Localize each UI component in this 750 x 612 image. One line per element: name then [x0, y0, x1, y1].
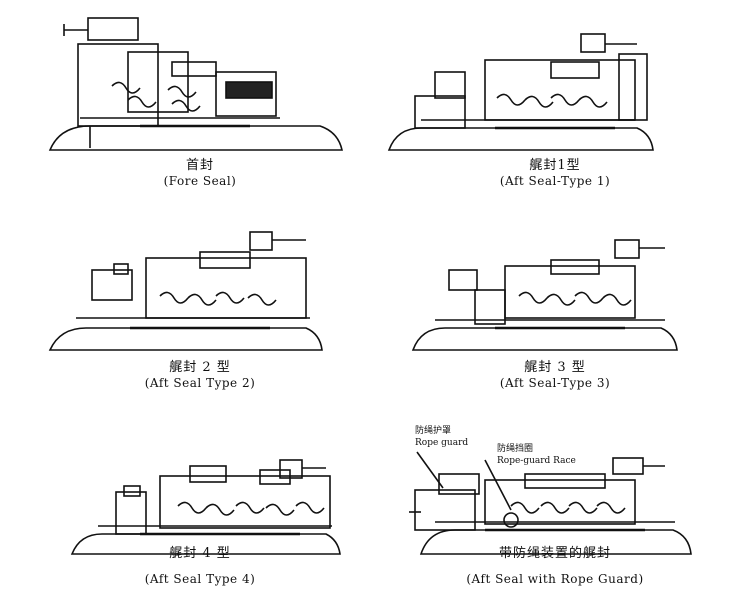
- aft-seal-type-2-caption-cn: 艉封 2 型: [169, 360, 231, 375]
- panel-aft-seal-type-4: 艉封 4 型 (Aft Seal Type 4): [20, 414, 380, 604]
- aft-seal-type-2-drawing: [48, 231, 323, 351]
- fore-seal-caption-en: (Fore Seal): [163, 174, 237, 188]
- aft-seal-type-4-caption-en: (Aft Seal Type 4): [144, 572, 256, 586]
- aft-seal-rope-guard-drawing: [409, 451, 692, 555]
- aft-seal-type-3-drawing: [411, 239, 678, 351]
- fore-seal-drawing: [48, 17, 343, 151]
- aft-seal-type-1-caption-en: (Aft Seal-Type 1): [499, 174, 611, 188]
- aft-seal-type-4-drawing: [70, 459, 341, 555]
- aft-seal-type-2-caption-en: (Aft Seal Type 2): [144, 376, 256, 390]
- panel-aft-seal-type-2: 艉封 2 型 (Aft Seal Type 2): [20, 210, 380, 400]
- panel-aft-seal-rope-guard: 防绳护罩 Rope guard 防绳挡圈 Rope-guard Race 带防绳…: [375, 414, 735, 604]
- aft-seal-rope-guard-caption-en: (Aft Seal with Rope Guard): [466, 572, 644, 586]
- aft-seal-type-4-caption-cn: 艉封 4 型: [169, 546, 231, 561]
- panel-aft-seal-type-3: 艉封 3 型 (Aft Seal-Type 3): [375, 210, 735, 400]
- panel-fore-seal: 首封 (Fore Seal): [20, 8, 380, 198]
- rope-guard-race-label-en: Rope-guard Race: [497, 456, 576, 466]
- aft-seal-type-3-caption-en: (Aft Seal-Type 3): [499, 376, 611, 390]
- fore-seal-caption-cn: 首封: [185, 158, 214, 173]
- rope-guard-race-label-cn: 防绳挡圈: [497, 444, 534, 454]
- rope-guard-label-cn: 防绳护罩: [415, 426, 452, 436]
- aft-seal-type-3-caption-cn: 艉封 3 型: [524, 360, 586, 375]
- rope-guard-label-en: Rope guard: [415, 438, 469, 448]
- panel-aft-seal-type-1: 艉封1型 (Aft Seal-Type 1): [375, 8, 735, 198]
- aft-seal-type-1-caption-cn: 艉封1型: [529, 158, 581, 173]
- aft-seal-rope-guard-caption-cn: 带防绳装置的艉封: [498, 546, 611, 561]
- aft-seal-type-1-drawing: [387, 33, 654, 151]
